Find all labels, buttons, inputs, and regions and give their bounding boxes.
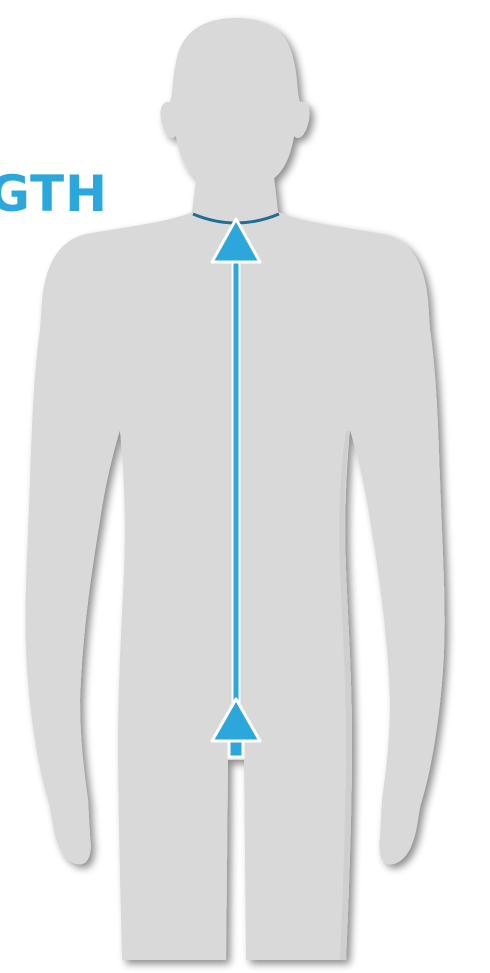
measurement-tail <box>229 741 243 757</box>
